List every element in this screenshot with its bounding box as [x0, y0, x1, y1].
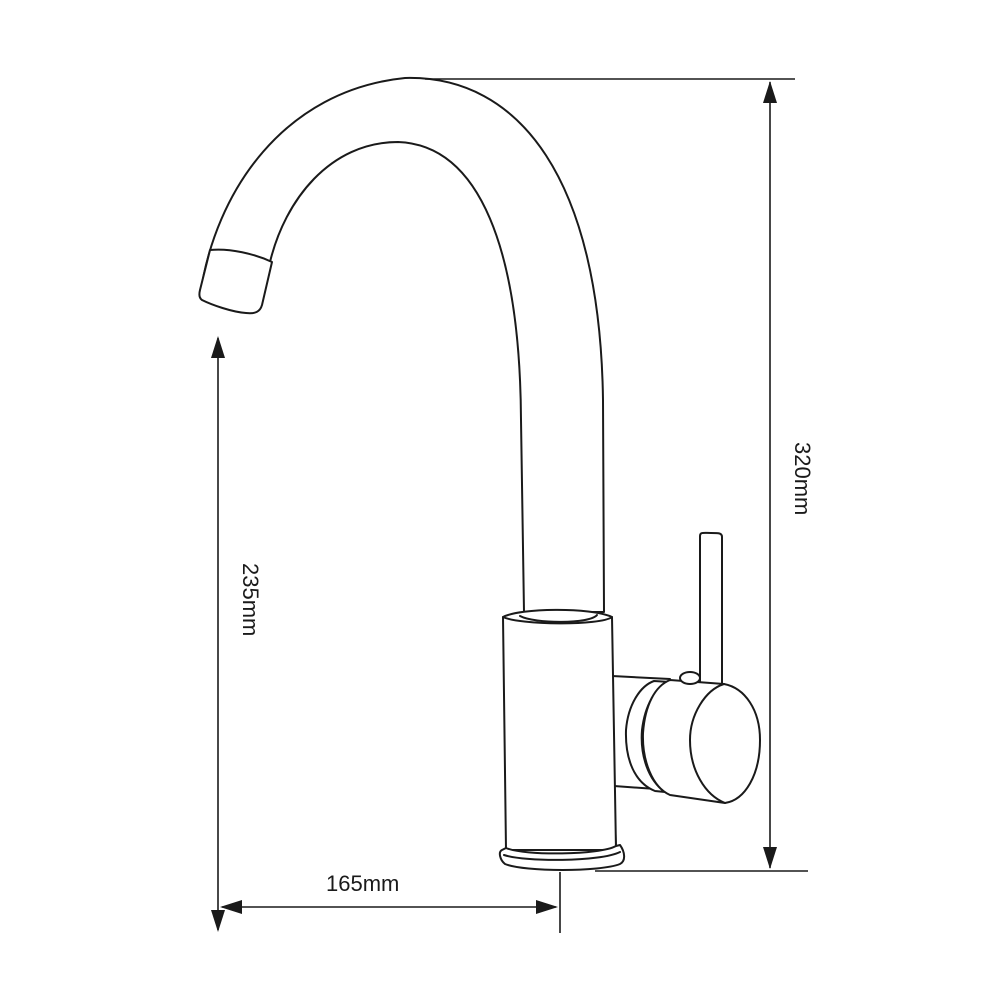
base-plate-edge: [503, 851, 621, 861]
aerator: [198, 248, 273, 315]
lever-handle[interactable]: [699, 531, 723, 691]
dimension-total-height: 320mm: [425, 78, 815, 872]
spout-collar: [519, 614, 598, 623]
lever-pivot: [679, 671, 701, 685]
dimension-label-235: 235mm: [238, 563, 263, 636]
base-ring: [498, 844, 626, 871]
spout-tip: [198, 248, 273, 315]
base-plate: [498, 844, 626, 871]
arrowhead-down-icon: [763, 847, 777, 869]
arrowhead-up-icon: [211, 336, 225, 358]
arrowhead-right-icon: [536, 900, 558, 914]
dimension-spout-height: 235mm: [211, 336, 263, 932]
dimension-label-320: 320mm: [790, 442, 815, 515]
lever-stem[interactable]: [699, 531, 723, 691]
spout: [199, 76, 605, 613]
arrowhead-left-icon: [220, 900, 242, 914]
body-cylinder: [502, 608, 617, 851]
knob-body: [641, 679, 761, 804]
arrowhead-up-icon: [763, 81, 777, 103]
dimension-spout-reach: 165mm: [220, 871, 561, 933]
knob-face: [688, 683, 726, 804]
side-knob: [624, 671, 761, 804]
body-top-rim: [502, 616, 613, 625]
spout-tube: [199, 76, 605, 613]
dimension-label-165: 165mm: [326, 871, 399, 896]
arrowhead-down-icon: [211, 910, 225, 932]
